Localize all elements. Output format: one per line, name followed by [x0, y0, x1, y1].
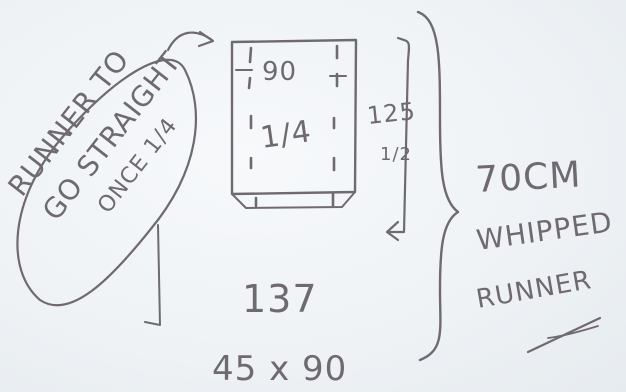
panel-fold-label: 1/4 — [258, 114, 314, 156]
fold-line-right — [331, 44, 339, 208]
height-bracket — [388, 36, 411, 234]
ellipse-note: RUNNER TO GO STRAIGHT ONCE 1/4 — [2, 43, 188, 226]
curly-brace — [416, 10, 460, 362]
fold-line-left — [247, 46, 258, 208]
side-line-2: WHIPPED — [474, 205, 614, 257]
panel-width-label: 90 — [262, 57, 297, 87]
total-label: 137 — [242, 277, 318, 321]
dims-label: 45 x 90 — [212, 349, 347, 389]
ellipse-outline — [16, 58, 198, 307]
side-line-3: RUNNER — [474, 265, 594, 315]
height-half-label: 1/2 — [380, 144, 412, 165]
height-main-label: 125 — [366, 97, 417, 130]
total-height-arrow — [144, 224, 161, 326]
side-line-1: 70CM — [474, 154, 582, 200]
